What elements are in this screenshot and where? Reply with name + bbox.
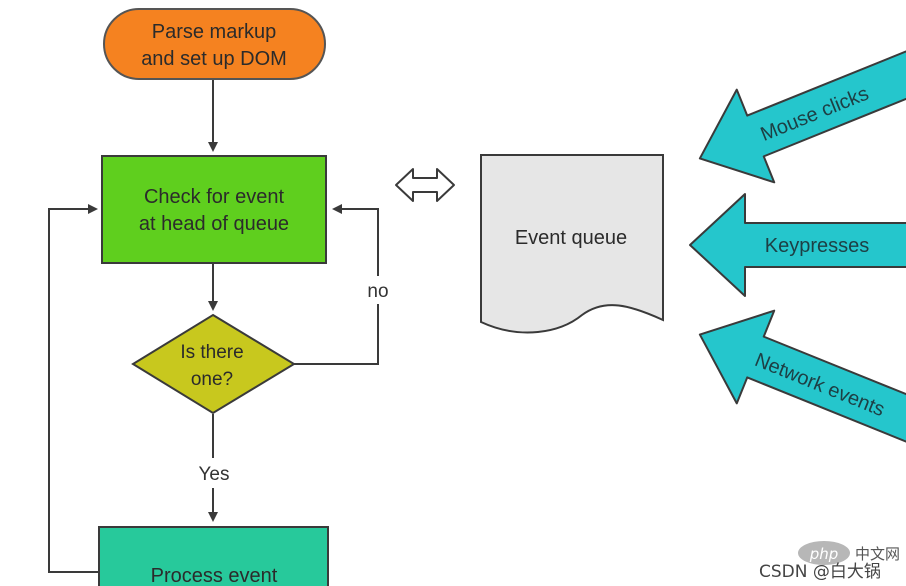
event-queue: Event queue bbox=[480, 154, 664, 334]
event-queue-shape bbox=[480, 154, 664, 334]
start-node-shape bbox=[103, 8, 326, 80]
keypresses-arrow-shape bbox=[689, 193, 906, 297]
double-arrow-icon bbox=[395, 168, 455, 202]
watermark-badge bbox=[798, 541, 850, 565]
start-node-line1: Parse markup bbox=[152, 21, 277, 43]
decision-node-line1: Is there bbox=[180, 342, 243, 363]
network-events-arrow: Network events bbox=[698, 309, 906, 457]
watermark: php 中文网 CSDN @白大锅 bbox=[759, 541, 900, 582]
check-node-shape bbox=[101, 155, 327, 264]
keypresses-arrow: Keypresses bbox=[689, 193, 906, 297]
process-node: Process event bbox=[98, 526, 329, 586]
check-node-line1: Check for event bbox=[144, 186, 285, 208]
keypresses-label: Keypresses bbox=[765, 235, 870, 257]
edge-process-loop bbox=[48, 204, 99, 573]
no-label-bg bbox=[362, 276, 394, 304]
network-events-arrow-shape bbox=[698, 309, 906, 457]
decision-node: Is there one? bbox=[131, 313, 296, 415]
decision-node-line2: one? bbox=[191, 369, 233, 390]
start-node: Parse markup and set up DOM bbox=[103, 8, 326, 80]
watermark-cn: 中文网 bbox=[855, 545, 900, 563]
check-node: Check for event at head of queue bbox=[101, 155, 327, 264]
edge-yes-label: Yes bbox=[199, 464, 230, 485]
mouse-clicks-arrow-shape bbox=[698, 36, 906, 184]
watermark-text: CSDN @白大锅 bbox=[759, 562, 881, 582]
yes-label-bg bbox=[192, 458, 236, 488]
decision-node-shape bbox=[131, 313, 296, 415]
process-node-shape bbox=[98, 526, 329, 586]
watermark-badge-text: php bbox=[809, 545, 839, 563]
event-queue-label: Event queue bbox=[515, 227, 627, 249]
check-node-line2: at head of queue bbox=[139, 213, 289, 235]
mouse-clicks-arrow: Mouse clicks bbox=[698, 36, 906, 184]
edge-no-label: no bbox=[367, 281, 388, 302]
start-node-line2: and set up DOM bbox=[141, 48, 287, 70]
process-node-label: Process event bbox=[151, 565, 278, 586]
